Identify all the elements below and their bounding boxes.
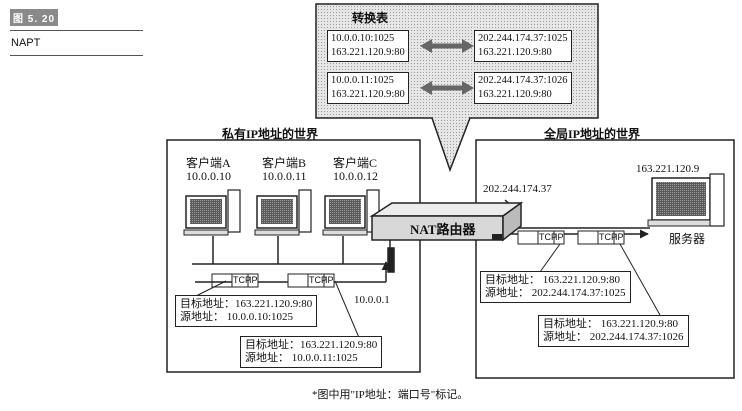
client-b-ip: 10.0.0.11 <box>262 169 307 183</box>
private-packet-2-dst: 目标地址：163.221.120.9:80 <box>245 339 378 351</box>
global-packet-1-dst: 目标地址： 163.221.120.9:80 <box>485 274 621 286</box>
private-world-panel <box>166 139 421 373</box>
table-row-2-private-line-2: 163.221.120.9:80 <box>331 89 405 100</box>
global-packet-2-addresses: 目标地址： 163.221.120.9:80 源地址： 202.244.174.… <box>538 315 689 347</box>
figure-title: NAPT <box>11 37 41 49</box>
table-row-1-private: 10.0.0.10:1025 163.221.120.9:80 <box>327 30 409 62</box>
private-packet-1-addresses: 目标地址：163.221.120.9:80 源地址： 10.0.0.10:102… <box>175 295 318 327</box>
private-packet-1-dst: 目标地址：163.221.120.9:80 <box>180 298 313 310</box>
router-icon <box>369 201 524 242</box>
table-row-2-global: 202.244.174.37:1026 163.221.120.9:80 <box>474 72 572 104</box>
private-packet-2-addresses: 目标地址：163.221.120.9:80 源地址： 10.0.0.11:102… <box>240 336 383 368</box>
table-row-2-private-line-1: 10.0.0.11:1025 <box>331 75 394 86</box>
table-row-2-global-line-1: 202.244.174.37:1026 <box>478 75 568 86</box>
table-row-2-global-line-2: 163.221.120.9:80 <box>478 89 552 100</box>
client-a-label: 客户端A 10.0.0.10 <box>186 157 231 183</box>
global-packet-1-src: 源地址： 202.244.174.37:1025 <box>485 287 626 299</box>
computer-icon-c <box>322 189 380 236</box>
router-label: NAT路由器 <box>410 222 476 237</box>
packet-private-2-tcp: TCP <box>309 275 327 285</box>
packet-private-1-tcp: TCP <box>233 275 251 285</box>
global-packet-2-src: 源地址： 202.244.174.37:1026 <box>543 331 684 343</box>
client-a-name: 客户端A <box>186 156 231 170</box>
figure-number: 图 5. 20 <box>10 9 59 26</box>
global-packet-1-addresses: 目标地址： 163.221.120.9:80 源地址： 202.244.174.… <box>480 271 631 303</box>
table-row-1-global: 202.244.174.37:1025 163.221.120.9:80 <box>474 30 572 62</box>
computer-icon-b <box>254 189 312 236</box>
server-ip: 163.221.120.9 <box>636 163 700 175</box>
packet-private-1-ip: IP <box>249 275 258 285</box>
server-icon <box>647 173 725 227</box>
figure-rule-top <box>10 30 143 31</box>
table-row-1-global-line-1: 202.244.174.37:1025 <box>478 33 568 44</box>
global-packet-2-dst: 目标地址： 163.221.120.9:80 <box>543 318 679 330</box>
private-world-title: 私有IP地址的世界 <box>222 127 319 141</box>
table-row-1-private-line-2: 163.221.120.9:80 <box>331 47 405 58</box>
client-c-label: 客户端C 10.0.0.12 <box>333 157 378 183</box>
router-private-ip: 10.0.0.1 <box>354 294 390 306</box>
mapping-arrow-2 <box>420 81 474 95</box>
packet-private-2-ip: IP <box>325 275 334 285</box>
footnote: *图中用"IP地址：端口号"标记。 <box>312 389 469 401</box>
global-world-title: 全局IP地址的世界 <box>544 127 641 141</box>
table-row-2-private: 10.0.0.11:1025 163.221.120.9:80 <box>327 72 409 104</box>
packet-global-1-ip: IP <box>555 232 564 242</box>
table-row-1-private-line-1: 10.0.0.10:1025 <box>331 33 395 44</box>
router-global-ip: 202.244.174.37 <box>483 183 552 195</box>
client-c-ip: 10.0.0.12 <box>333 169 378 183</box>
translation-table-title: 转换表 <box>352 11 389 25</box>
private-packet-2-src: 源地址： 10.0.0.11:1025 <box>245 352 358 364</box>
computer-icon-a <box>183 189 241 236</box>
packet-global-1-tcp: TCP <box>539 232 557 242</box>
packet-global-2-tcp: TCP <box>599 232 617 242</box>
packet-global-2-ip: IP <box>615 232 624 242</box>
client-c-name: 客户端C <box>333 156 378 170</box>
client-b-label: 客户端B 10.0.0.11 <box>262 157 307 183</box>
client-b-name: 客户端B <box>262 156 307 170</box>
client-a-ip: 10.0.0.10 <box>186 169 231 183</box>
server-label: 服务器 <box>669 232 706 246</box>
figure-rule-bottom <box>10 55 143 56</box>
mapping-arrow-1 <box>420 39 474 53</box>
private-packet-1-src: 源地址： 10.0.0.10:1025 <box>180 311 294 323</box>
table-row-1-global-line-2: 163.221.120.9:80 <box>478 47 552 58</box>
